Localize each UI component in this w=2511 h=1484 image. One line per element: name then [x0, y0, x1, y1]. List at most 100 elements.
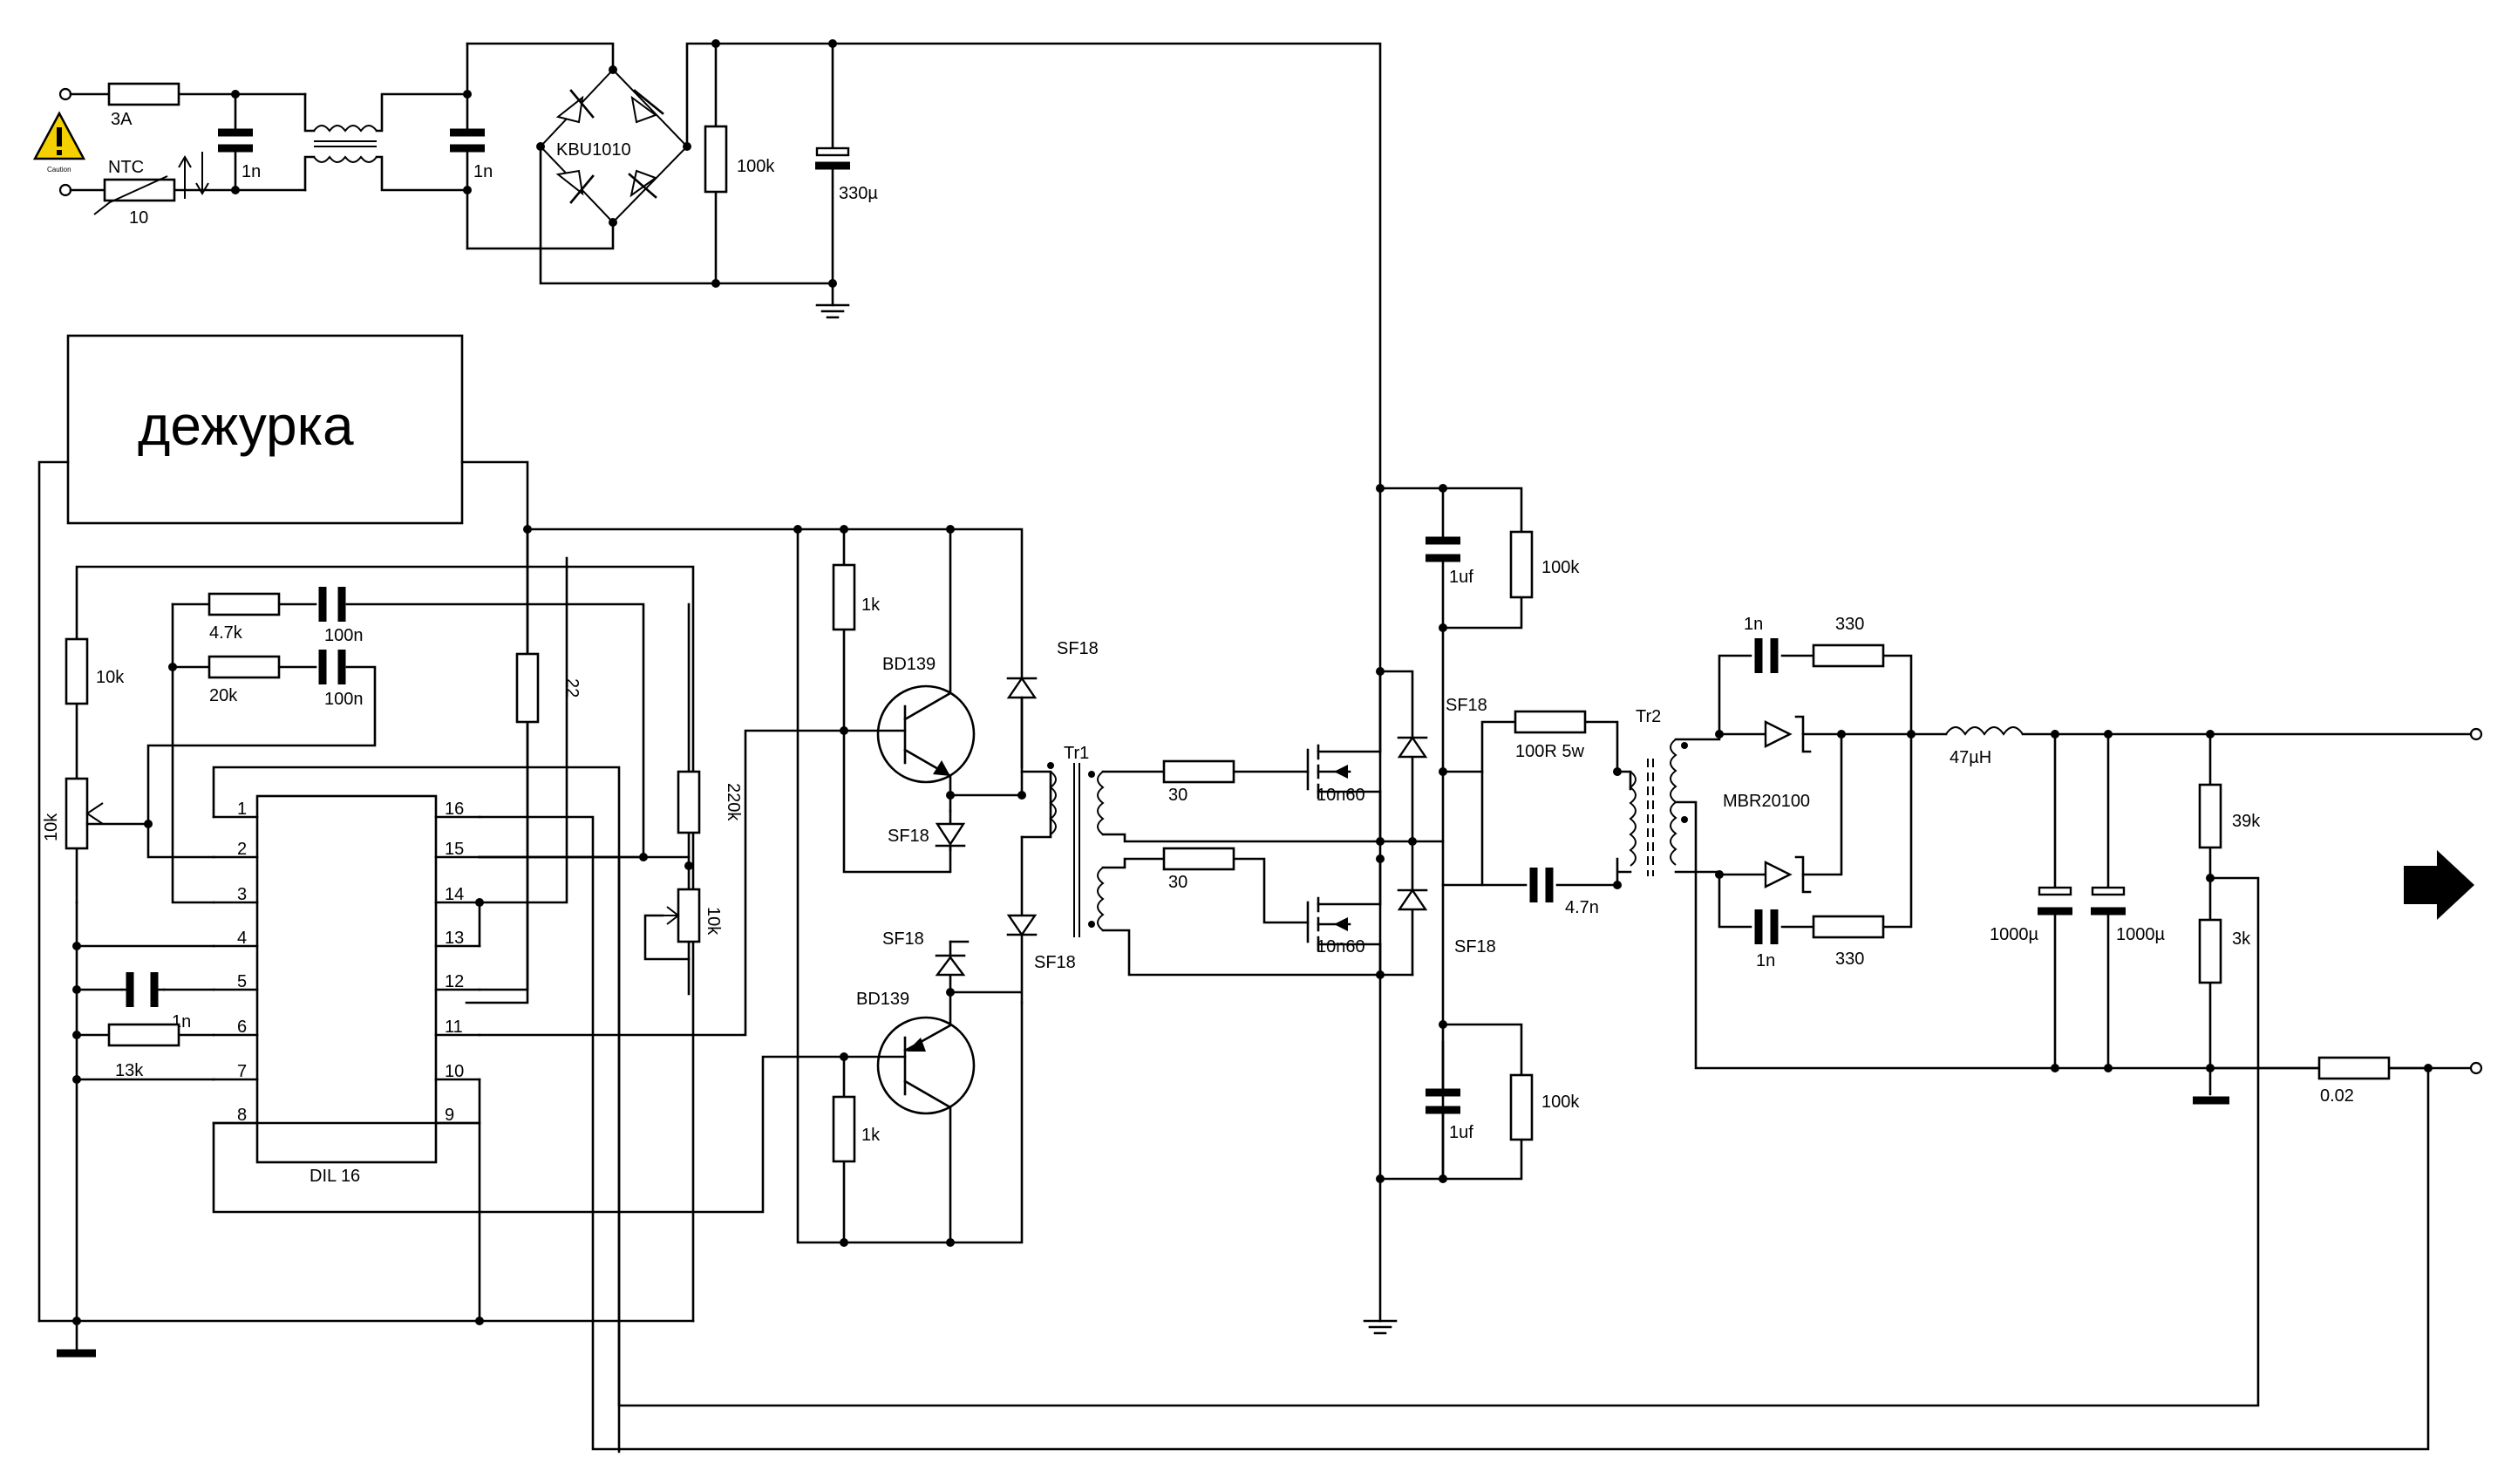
r-39k: [2198, 783, 2222, 849]
transistor-bottom: [844, 990, 976, 1244]
output-section: 1n 330 MBR20100 1n 330 47µH 1000µ 1000µ: [1674, 615, 2483, 1106]
r-1k-bottom: [832, 1095, 856, 1163]
r-1k-bottom-label: 1k: [861, 1126, 881, 1145]
r-shunt: [2317, 1056, 2391, 1080]
inductor-label: 47µH: [1950, 748, 1991, 767]
c-out-2-label: 1000µ: [2116, 925, 2165, 944]
ground-symbol-input: [815, 303, 850, 319]
controller-ic: [255, 794, 438, 1164]
d-sf18-3-label: SF18: [882, 929, 924, 949]
standby-label: дежурка: [138, 394, 354, 457]
pin-8: 8: [237, 1106, 247, 1125]
transformer-tr1: [1020, 762, 1105, 937]
r-10k-left: [65, 637, 89, 705]
output-arrow-icon: [2404, 850, 2474, 920]
common-mode-choke: [303, 92, 469, 192]
power-stage: 10n60 10n60 SF18 SF18 1uf 100k 1: [1306, 484, 1688, 1335]
ntc-thermistor: [103, 178, 176, 202]
pin-7: 7: [237, 1062, 247, 1081]
r-330-top-label: 330: [1835, 615, 1864, 634]
r-330-bottom-label: 330: [1835, 950, 1864, 969]
r-shunt-label: 0.02: [2320, 1086, 2354, 1106]
pin-2: 2: [237, 840, 247, 859]
q-top-label: BD139: [882, 655, 936, 674]
pin-9: 9: [445, 1106, 454, 1125]
d-sf18-1-label: SF18: [1057, 639, 1099, 658]
pin-5: 5: [237, 972, 247, 991]
mosfet-top: [1306, 667, 1385, 843]
r-30-bottom: [1162, 847, 1235, 871]
fuse-label: 3A: [111, 110, 133, 129]
r-22-label: 22: [562, 678, 582, 698]
pot-10k-right-label: 10k: [704, 907, 723, 936]
pin-15: 15: [445, 840, 464, 859]
r-snubber: [1514, 710, 1587, 734]
input-section: Caution 3A NTC 10 1n 1n: [32, 39, 1382, 490]
driver-section: 1k BD139 SF18 SF18 1k: [793, 525, 1414, 1247]
c-100n-2-label: 100n: [324, 690, 364, 709]
pot-10k-right: [677, 888, 701, 943]
r-4-7k: [208, 592, 281, 616]
pin-1: 1: [237, 800, 247, 819]
r-30-bottom-label: 30: [1168, 873, 1187, 892]
r-13k-label: 13k: [115, 1061, 144, 1080]
warning-icon: [32, 111, 86, 160]
r-100k-top: [1509, 530, 1534, 599]
c-1uf-top-label: 1uf: [1449, 568, 1473, 587]
output-terminal-positive: [2469, 727, 2483, 741]
pin-6: 6: [237, 1018, 247, 1037]
r-1k-top: [832, 563, 856, 631]
d-sf18-top-label: SF18: [1446, 696, 1487, 715]
x-cap-2-label: 1n: [473, 162, 493, 181]
ntc-label: NTC: [108, 158, 144, 177]
pin-4: 4: [237, 929, 247, 948]
transformer-tr2: [1629, 739, 1688, 876]
bulk-cap-label: 330µ: [839, 184, 878, 203]
warning-caption: Caution: [47, 166, 71, 174]
d-sf18-4-label: SF18: [1034, 953, 1076, 972]
r-20k-label: 20k: [209, 686, 238, 705]
pin-11: 11: [445, 1018, 463, 1037]
r-3k-label: 3k: [2232, 929, 2251, 949]
r-13k: [107, 1023, 180, 1047]
r-330-bottom: [1812, 915, 1885, 939]
c-snubber-label: 4.7n: [1565, 898, 1599, 917]
r-30-top-label: 30: [1168, 786, 1187, 805]
r-4-7k-label: 4.7k: [209, 623, 243, 643]
pot-10k-left: [65, 777, 89, 850]
d-sf18-2-label: SF18: [888, 827, 929, 846]
q-bottom-label: BD139: [856, 990, 909, 1009]
c-100n-1-label: 100n: [324, 626, 364, 645]
tr2-label: Tr2: [1636, 707, 1661, 726]
pot-10k-left-label: 10k: [42, 813, 61, 841]
r-330-top: [1812, 643, 1885, 668]
c-1n-bottom-label: 1n: [1756, 951, 1775, 970]
tr1-label: Tr1: [1064, 744, 1089, 763]
bleed-resistor-label: 100k: [737, 157, 775, 176]
r-22: [515, 652, 540, 724]
r-100k-top-label: 100k: [1541, 558, 1580, 577]
r-10k-left-label: 10k: [96, 668, 125, 687]
x-cap-1-label: 1n: [242, 162, 261, 181]
ground-symbol-power: [1363, 1319, 1398, 1335]
fet-top-label: 10n60: [1317, 786, 1365, 805]
mains-terminal-top: [58, 87, 72, 101]
r-100k-bottom-label: 100k: [1541, 1093, 1580, 1112]
bleed-resistor: [704, 125, 728, 194]
r-220k: [677, 770, 701, 834]
fuse-3a: [107, 82, 180, 106]
r-snubber-label: 100R 5w: [1515, 742, 1584, 761]
c-1n-top-label: 1n: [1744, 615, 1763, 634]
c-1uf-bottom-label: 1uf: [1449, 1123, 1473, 1142]
pin-16: 16: [445, 800, 464, 819]
r-39k-label: 39k: [2232, 812, 2261, 831]
pin-3: 3: [237, 885, 247, 904]
controller-section: DIL 16 1 2 3 4 5 6 7 8 16 15 14 13 12 11…: [37, 525, 2430, 1453]
r-3k: [2198, 918, 2222, 984]
fet-bottom-label: 10n60: [1317, 937, 1365, 956]
rectifier-label: MBR20100: [1723, 792, 1810, 811]
pin-10: 10: [445, 1062, 464, 1081]
r-20k: [208, 655, 281, 679]
r-100k-bottom: [1509, 1073, 1534, 1141]
